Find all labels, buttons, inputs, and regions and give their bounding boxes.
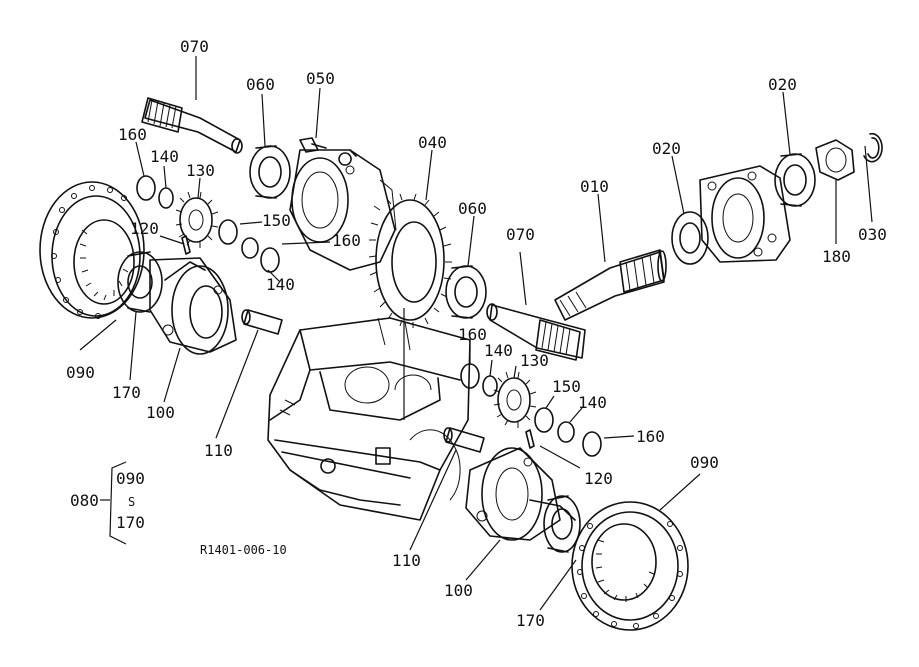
shaft-110-upper — [241, 309, 283, 335]
pin-120-upper — [181, 235, 191, 255]
snap-ring-030 — [863, 132, 883, 163]
label-070-upper: 070 — [180, 37, 209, 56]
bearing-140-upper-mid — [241, 237, 259, 259]
label-140-upper-mid: 140 — [266, 275, 295, 294]
label-100-left: 100 — [146, 403, 175, 422]
label-170-left: 170 — [112, 383, 141, 402]
axle-shaft-070-lower — [486, 303, 586, 361]
bearing-140-upper-left — [158, 187, 174, 209]
label-050: 050 — [306, 69, 335, 88]
pinion-shaft-010 — [554, 249, 667, 321]
hub-170-right — [543, 495, 581, 553]
group-range-start: 090 — [116, 469, 145, 488]
label-010: 010 — [580, 177, 609, 196]
axle-shaft-070-upper — [141, 97, 243, 154]
group-range-separator: S — [128, 495, 135, 509]
label-060-upper: 060 — [246, 75, 275, 94]
nut-180 — [815, 139, 855, 181]
bearing-060-upper — [249, 145, 291, 199]
pin-120-lower — [525, 429, 535, 449]
bearing-140-lower-right — [557, 421, 575, 443]
label-140-lower-left: 140 — [484, 341, 513, 360]
label-160-upper-left: 160 — [118, 125, 147, 144]
label-160-lower-right: 160 — [636, 427, 665, 446]
assembly-group-080: 080 090 S 170 — [70, 461, 145, 545]
label-180: 180 — [822, 247, 851, 266]
shaft-110-lower — [443, 427, 485, 453]
washer-150-upper — [218, 219, 238, 245]
label-140-lower-right: 140 — [578, 393, 607, 412]
bearing-020-right — [774, 153, 816, 207]
washer-160-lower-right — [582, 431, 602, 457]
label-020-upper: 020 — [768, 75, 797, 94]
label-150-upper: 150 — [262, 211, 291, 230]
carrier-flange-100-left — [149, 257, 237, 355]
label-140-upper-left: 140 — [150, 147, 179, 166]
group-label-080: 080 — [70, 491, 99, 510]
label-160-upper-mid: 160 — [332, 231, 361, 250]
label-100-right: 100 — [444, 581, 473, 600]
washer-160-upper-mid — [260, 247, 280, 273]
label-040: 040 — [418, 133, 447, 152]
label-110-lower: 110 — [392, 551, 421, 570]
label-120-upper: 120 — [130, 219, 159, 238]
drawing-number: R1401-006-10 — [200, 543, 287, 557]
label-090-right: 090 — [690, 453, 719, 472]
hub-170-left — [117, 251, 163, 313]
internal-gear-090-right — [571, 501, 689, 631]
label-030: 030 — [858, 225, 887, 244]
label-130-upper: 130 — [186, 161, 215, 180]
part-labels: 070 060 050 040 020 020 010 030 180 160 … — [66, 37, 887, 630]
planet-gear-130-right — [493, 371, 537, 428]
differential-housing — [267, 317, 471, 521]
label-150-lower: 150 — [552, 377, 581, 396]
label-070-lower: 070 — [506, 225, 535, 244]
washer-160-upper-left — [136, 175, 156, 201]
carrier-flange-100-right — [465, 447, 576, 541]
label-120-lower: 120 — [584, 469, 613, 488]
label-170-right: 170 — [516, 611, 545, 630]
planet-gear-130-left — [175, 191, 219, 248]
group-range-end: 170 — [116, 513, 145, 532]
bearing-020-left — [671, 211, 709, 265]
bearing-carrier-right — [699, 165, 791, 263]
label-110-upper: 110 — [204, 441, 233, 460]
internal-gear-090-left — [39, 181, 145, 319]
bearing-060-mid — [445, 265, 487, 319]
label-090-left: 090 — [66, 363, 95, 382]
leader-lines — [79, 56, 873, 611]
label-060-mid: 060 — [458, 199, 487, 218]
label-160-lower-left: 160 — [458, 325, 487, 344]
washer-150-lower — [534, 407, 554, 433]
label-130-lower: 130 — [520, 351, 549, 370]
carrier-housing-upper — [289, 149, 397, 271]
label-020-lower: 020 — [652, 139, 681, 158]
bearing-140-lower-left — [482, 375, 498, 397]
ring-gear-040 — [368, 193, 452, 328]
